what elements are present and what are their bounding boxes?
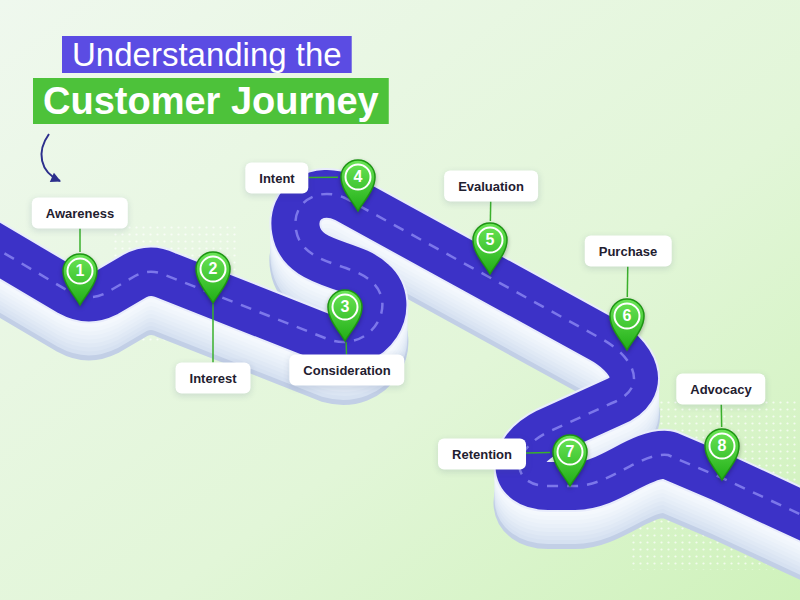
pointer-arrow [41,134,60,181]
stage-name: Retention [452,447,512,462]
road-edge [0,194,800,528]
stage-number: 4 [338,158,378,196]
pin-body [328,290,362,341]
pin-body [473,223,507,274]
leader-line [490,202,492,222]
pin-body [196,252,230,303]
title-block: Understanding the Customer Journey [43,32,423,124]
stage-pin: 6 [607,297,647,351]
stage-pin: 8 [702,427,742,481]
leader-line [721,405,723,428]
title-text: Understanding the Customer Journey [43,36,379,122]
stage-label: Consideration [289,355,404,386]
title-bands [33,36,389,124]
stage-label: Intent [245,163,308,194]
stage-label: Awareness [32,198,128,229]
stage-number: 5 [470,221,510,259]
road-dashes [0,194,800,528]
leader-line [345,342,347,355]
leader-line [212,304,214,363]
stage-name: Advocacy [690,382,751,397]
stage-label: Advocacy [676,374,765,405]
stage-pin: 1 [60,252,100,306]
pin-body [341,160,375,211]
leader-line [79,229,81,253]
stage-number: 3 [325,288,365,326]
stage-pin: 2 [193,250,233,304]
stage-pin: 4 [338,158,378,212]
stage-number: 1 [60,252,100,290]
stage-name: Awareness [46,206,114,221]
leader-line [627,267,629,298]
road-surface [0,194,800,528]
stage-number: 2 [193,250,233,288]
stage-number: 8 [702,427,742,465]
pin-body [610,299,644,350]
stage-pin: 3 [325,288,365,342]
stage-name: Interest [190,371,237,386]
stage-number: 6 [607,297,647,335]
pin-body [553,435,587,486]
stage-pin: 5 [470,221,510,275]
stage-pin: 7 [550,433,590,487]
stage-name: Evaluation [458,179,524,194]
stage-label: Evaluation [444,171,538,202]
stage-label: Interest [176,363,251,394]
stage-name: Intent [259,171,294,186]
leader-line [309,176,338,178]
leader-line [526,452,550,454]
pointer-arrowhead [50,173,61,182]
pin-body [63,254,97,305]
stage-name: Purchase [599,244,658,259]
stage-number: 7 [550,433,590,471]
stage-label: Purchase [585,236,672,267]
stage-label: Retention [438,439,526,470]
pin-body [705,429,739,480]
stage-name: Consideration [303,363,390,378]
